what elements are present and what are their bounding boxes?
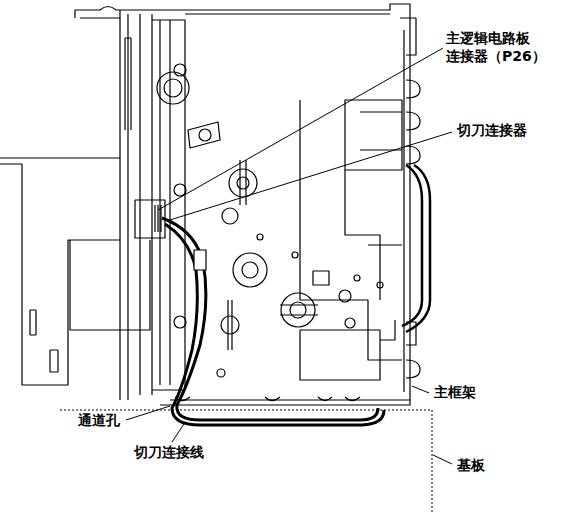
callout-label: 主框架 (432, 384, 478, 402)
callout-label: 通道孔 (76, 412, 122, 430)
callout-label: 主逻辑电路板 连接器（P26） (444, 30, 554, 65)
base-board (60, 410, 432, 512)
cutter-connector (194, 250, 206, 270)
flex-cable (402, 165, 430, 332)
callout-label: 切刀连接器 (455, 122, 529, 140)
callout-label: 基板 (455, 457, 487, 475)
leader-lines (126, 48, 452, 464)
cutter-cable (162, 218, 384, 425)
left-structure (0, 10, 186, 400)
main-frame (75, 4, 420, 405)
callout-label: 切刀连接线 (132, 444, 206, 462)
